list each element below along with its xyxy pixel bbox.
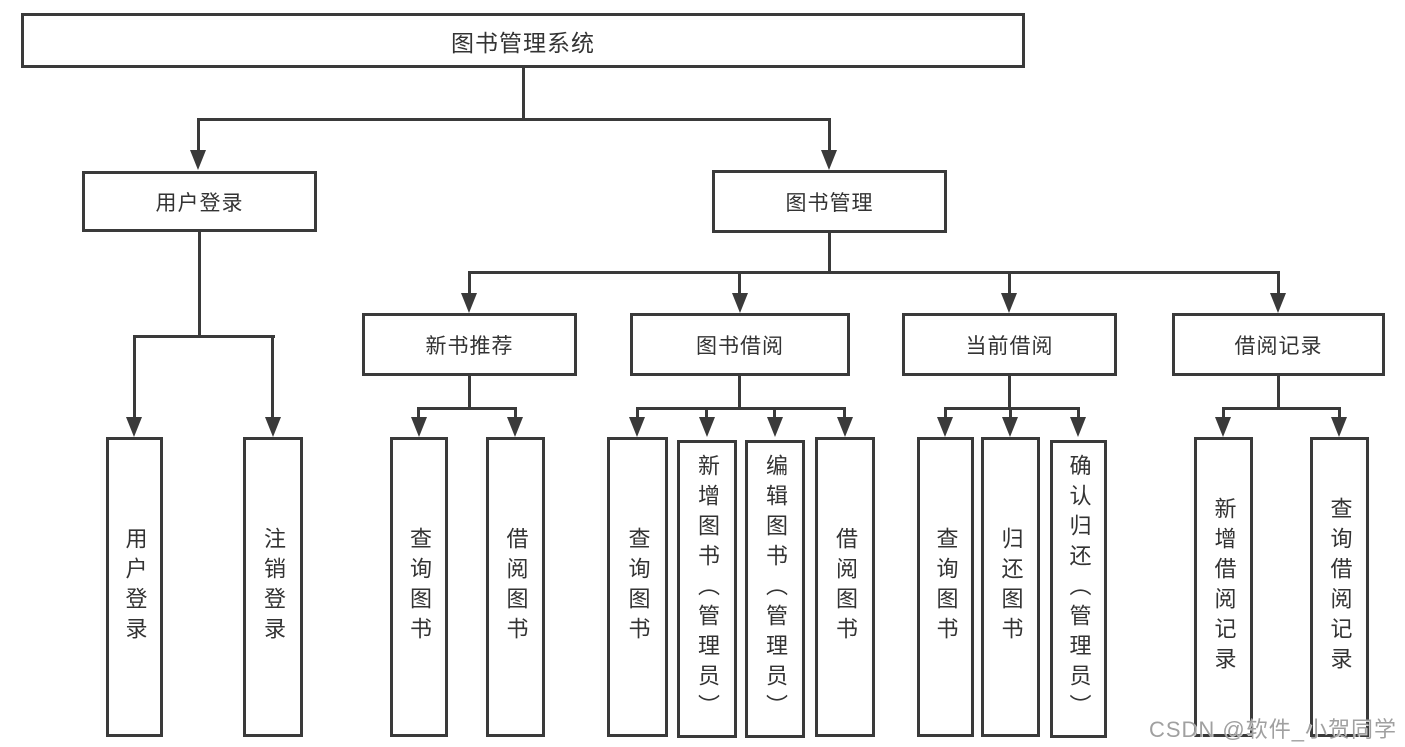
connector-line xyxy=(738,271,741,295)
arrow-down-icon xyxy=(821,150,837,170)
node-label: 查询借阅记录 xyxy=(1327,497,1353,677)
node-user-login: 用户登录 xyxy=(82,171,317,232)
connector-line xyxy=(468,376,471,407)
node-new-book-rec: 新书推荐 xyxy=(362,313,577,376)
connector-line xyxy=(1009,407,1012,417)
connector-line xyxy=(705,407,708,417)
connector-line xyxy=(514,407,517,417)
connector-line xyxy=(636,407,639,417)
node-label: 编辑图书（管理员） xyxy=(763,454,788,724)
connector-line xyxy=(1277,376,1280,407)
node-root: 图书管理系统 xyxy=(21,13,1025,68)
node-cb-query-book: 查询图书 xyxy=(917,437,974,737)
node-bb-add-book: 新增图书（管理员） xyxy=(677,440,737,738)
node-label: 借阅记录 xyxy=(1234,334,1323,358)
arrow-down-icon xyxy=(767,417,783,437)
connector-line xyxy=(944,407,947,417)
connector-line xyxy=(197,118,831,121)
connector-line xyxy=(1338,407,1341,417)
node-bb-query-book: 查询图书 xyxy=(607,437,668,737)
node-borrow-records: 借阅记录 xyxy=(1172,313,1385,376)
node-logout-leaf: 注销登录 xyxy=(243,437,303,737)
arrow-down-icon xyxy=(937,417,953,437)
connector-line xyxy=(843,407,846,417)
connector-line xyxy=(133,335,136,417)
connector-line xyxy=(738,376,741,407)
node-br-query-record: 查询借阅记录 xyxy=(1310,437,1369,737)
node-label: 注销登录 xyxy=(261,527,286,647)
node-label: 新增图书（管理员） xyxy=(695,454,720,724)
node-current-borrow: 当前借阅 xyxy=(902,313,1117,376)
node-label: 用户登录 xyxy=(155,191,244,215)
arrow-down-icon xyxy=(507,417,523,437)
node-label: 查询图书 xyxy=(407,527,432,647)
arrow-down-icon xyxy=(461,293,477,313)
arrow-down-icon xyxy=(190,150,206,170)
connector-line xyxy=(417,407,517,410)
node-label: 新书推荐 xyxy=(425,334,514,358)
connector-line xyxy=(944,407,1080,410)
node-label: 借阅图书 xyxy=(503,527,529,647)
connector-line xyxy=(271,335,274,417)
arrow-down-icon xyxy=(1070,417,1086,437)
node-book-borrow: 图书借阅 xyxy=(630,313,850,376)
connector-line xyxy=(522,68,525,118)
connector-line xyxy=(828,118,831,152)
connector-line xyxy=(198,232,201,335)
node-label: 图书借阅 xyxy=(696,334,784,358)
node-label: 新增借阅记录 xyxy=(1211,497,1237,677)
node-label: 确认归还（管理员） xyxy=(1066,454,1092,724)
node-label: 查询图书 xyxy=(625,527,651,647)
arrow-down-icon xyxy=(699,417,715,437)
node-label: 用户登录 xyxy=(122,527,148,647)
connector-line xyxy=(1077,407,1080,417)
arrow-down-icon xyxy=(1270,293,1286,313)
node-book-mgmt: 图书管理 xyxy=(712,170,947,233)
connector-line xyxy=(1008,271,1011,295)
connector-line xyxy=(1277,271,1280,295)
arrow-down-icon xyxy=(1002,417,1018,437)
arrow-down-icon xyxy=(1215,417,1231,437)
csdn-watermark: CSDN @软件_小贺同学 xyxy=(1148,717,1397,742)
node-label: 图书管理 xyxy=(785,191,874,215)
connector-line xyxy=(1222,407,1225,417)
arrow-down-icon xyxy=(411,417,427,437)
arrow-down-icon xyxy=(1331,417,1347,437)
node-label: 当前借阅 xyxy=(965,334,1054,358)
node-bb-borrow-book: 借阅图书 xyxy=(815,437,875,737)
arrow-down-icon xyxy=(1001,293,1017,313)
node-cb-return-book: 归还图书 xyxy=(981,437,1040,737)
node-label: 查询图书 xyxy=(933,527,959,647)
node-label: 归还图书 xyxy=(998,527,1024,647)
arrow-down-icon xyxy=(126,417,142,437)
connector-line xyxy=(197,118,200,152)
connector-line xyxy=(773,407,776,417)
node-br-add-record: 新增借阅记录 xyxy=(1194,437,1253,737)
node-label: 借阅图书 xyxy=(833,527,858,647)
node-label: 图书管理系统 xyxy=(451,29,595,56)
node-cb-confirm-return: 确认归还（管理员） xyxy=(1050,440,1107,738)
arrow-down-icon xyxy=(265,417,281,437)
connector-line xyxy=(1008,376,1011,407)
node-bb-edit-book: 编辑图书（管理员） xyxy=(745,440,805,738)
connector-line xyxy=(468,271,1280,274)
connector-line xyxy=(1222,407,1340,410)
arrow-down-icon xyxy=(837,417,853,437)
connector-line xyxy=(828,233,831,271)
connector-line xyxy=(468,271,471,295)
node-nb-query-book: 查询图书 xyxy=(390,437,448,737)
arrow-down-icon xyxy=(629,417,645,437)
connector-line xyxy=(636,407,846,410)
node-nb-borrow-book: 借阅图书 xyxy=(486,437,545,737)
node-user-login-leaf: 用户登录 xyxy=(106,437,163,737)
connector-line xyxy=(417,407,420,417)
arrow-down-icon xyxy=(732,293,748,313)
connector-line xyxy=(133,335,275,338)
